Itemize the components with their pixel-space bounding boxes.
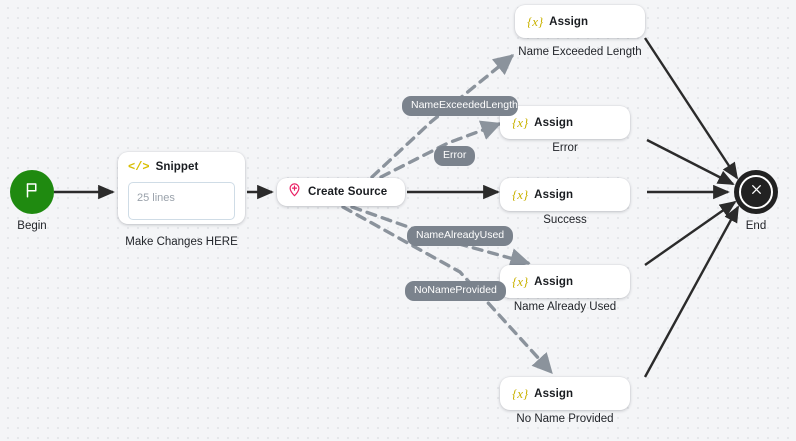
node-assign-no-name-provided-header: {x} Assign bbox=[500, 377, 630, 410]
node-assign-no-name-provided[interactable]: {x} Assign bbox=[500, 377, 630, 410]
node-assign-error-caption: Error bbox=[552, 142, 578, 154]
node-assign-name-exceeded-length-caption: Name Exceeded Length bbox=[518, 46, 642, 58]
node-assign-name-exceeded-length-title: Assign bbox=[549, 15, 589, 28]
close-x-icon bbox=[750, 183, 763, 201]
node-snippet-title: Snippet bbox=[155, 161, 199, 173]
variable-icon: {x} bbox=[512, 187, 529, 202]
edge-namealreadyused-to-end bbox=[644, 200, 737, 266]
node-create-source-header: Create Source bbox=[277, 178, 405, 206]
node-assign-no-name-provided-caption: No Name Provided bbox=[516, 413, 614, 425]
node-create-source-title: Create Source bbox=[308, 186, 388, 198]
edge-label-error[interactable]: Error bbox=[434, 146, 476, 166]
node-assign-name-exceeded-length-header: {x} Assign bbox=[515, 5, 645, 38]
edge-nameexceeded-to-end bbox=[643, 37, 739, 180]
variable-icon: {x} bbox=[512, 386, 529, 401]
node-assign-success-header: {x} Assign bbox=[500, 178, 630, 211]
map-pin-plus-icon bbox=[287, 182, 302, 202]
node-assign-error-header: {x} Assign bbox=[500, 106, 630, 139]
node-assign-name-already-used-caption: Name Already Used bbox=[513, 301, 617, 313]
node-assign-error[interactable]: {x} Assign bbox=[500, 106, 630, 139]
node-begin-caption: Begin bbox=[17, 220, 47, 232]
node-assign-error-title: Assign bbox=[534, 116, 574, 129]
node-snippet-caption: Make Changes HERE bbox=[125, 236, 238, 248]
node-end[interactable] bbox=[734, 170, 778, 214]
end-ring bbox=[739, 175, 773, 209]
node-begin[interactable] bbox=[10, 170, 54, 214]
node-assign-success-title: Assign bbox=[534, 188, 574, 201]
node-snippet-header: </> Snippet bbox=[118, 159, 245, 175]
snippet-line-count: 25 lines bbox=[137, 192, 175, 204]
edge-label-no-name-provided[interactable]: NoNameProvided bbox=[405, 281, 506, 301]
node-assign-name-already-used-header: {x} Assign bbox=[500, 265, 630, 298]
variable-icon: {x} bbox=[527, 14, 544, 29]
node-assign-no-name-provided-title: Assign bbox=[534, 387, 574, 400]
node-assign-name-already-used-title: Assign bbox=[534, 275, 574, 288]
node-assign-success[interactable]: {x} Assign bbox=[500, 178, 630, 211]
snippet-code-box[interactable]: 25 lines bbox=[128, 182, 235, 220]
node-create-source[interactable]: Create Source bbox=[277, 178, 405, 206]
flag-icon bbox=[23, 181, 41, 204]
variable-icon: {x} bbox=[512, 115, 529, 130]
node-assign-name-already-used[interactable]: {x} Assign bbox=[500, 265, 630, 298]
node-snippet[interactable]: </> Snippet 25 lines bbox=[118, 152, 245, 224]
node-end-caption: End bbox=[745, 220, 767, 232]
edge-error-to-end bbox=[646, 138, 735, 186]
edge-label-name-exceeded-length[interactable]: NameExceededLength bbox=[402, 96, 518, 116]
node-assign-success-caption: Success bbox=[543, 214, 587, 226]
edge-label-name-already-used[interactable]: NameAlreadyUsed bbox=[407, 226, 514, 246]
node-assign-name-exceeded-length[interactable]: {x} Assign bbox=[515, 5, 645, 38]
edge-nonameprovided-to-end bbox=[643, 205, 740, 378]
variable-icon: {x} bbox=[512, 274, 529, 289]
code-brackets-icon: </> bbox=[128, 160, 150, 174]
